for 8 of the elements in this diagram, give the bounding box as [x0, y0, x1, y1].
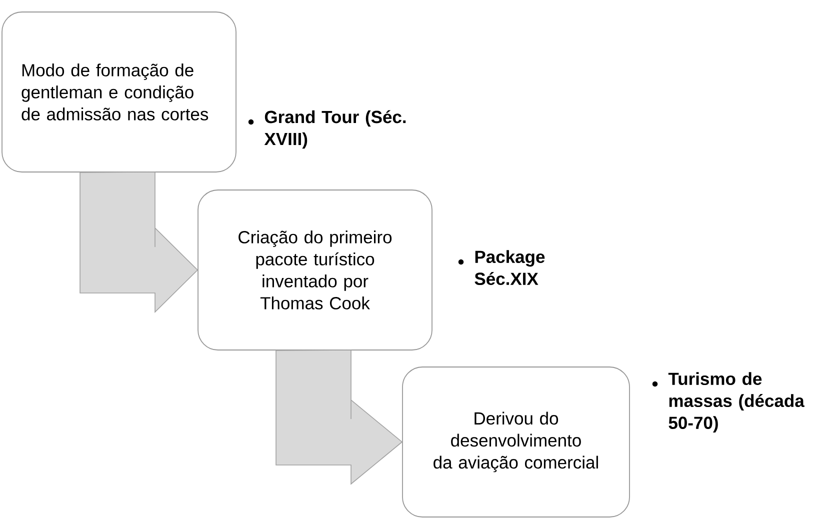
process-box: Criação do primeiro pacote turístico inventado por Thomas Cook: [198, 190, 432, 350]
bent-arrow: [276, 350, 403, 485]
bullet-text: Grand Tour (Séc. XVIII): [264, 110, 406, 149]
bullet-text: Turismo de massas (década 50-70): [668, 372, 804, 432]
process-box: Derivou do desenvolvimento da aviação comercial: [402, 366, 630, 518]
bullet-text: Package Séc.XIX: [474, 250, 545, 286]
bent-arrow: [80, 172, 198, 313]
process-box: Modo de formação de gentleman e condição de admissão nas cortes: [2, 12, 236, 172]
